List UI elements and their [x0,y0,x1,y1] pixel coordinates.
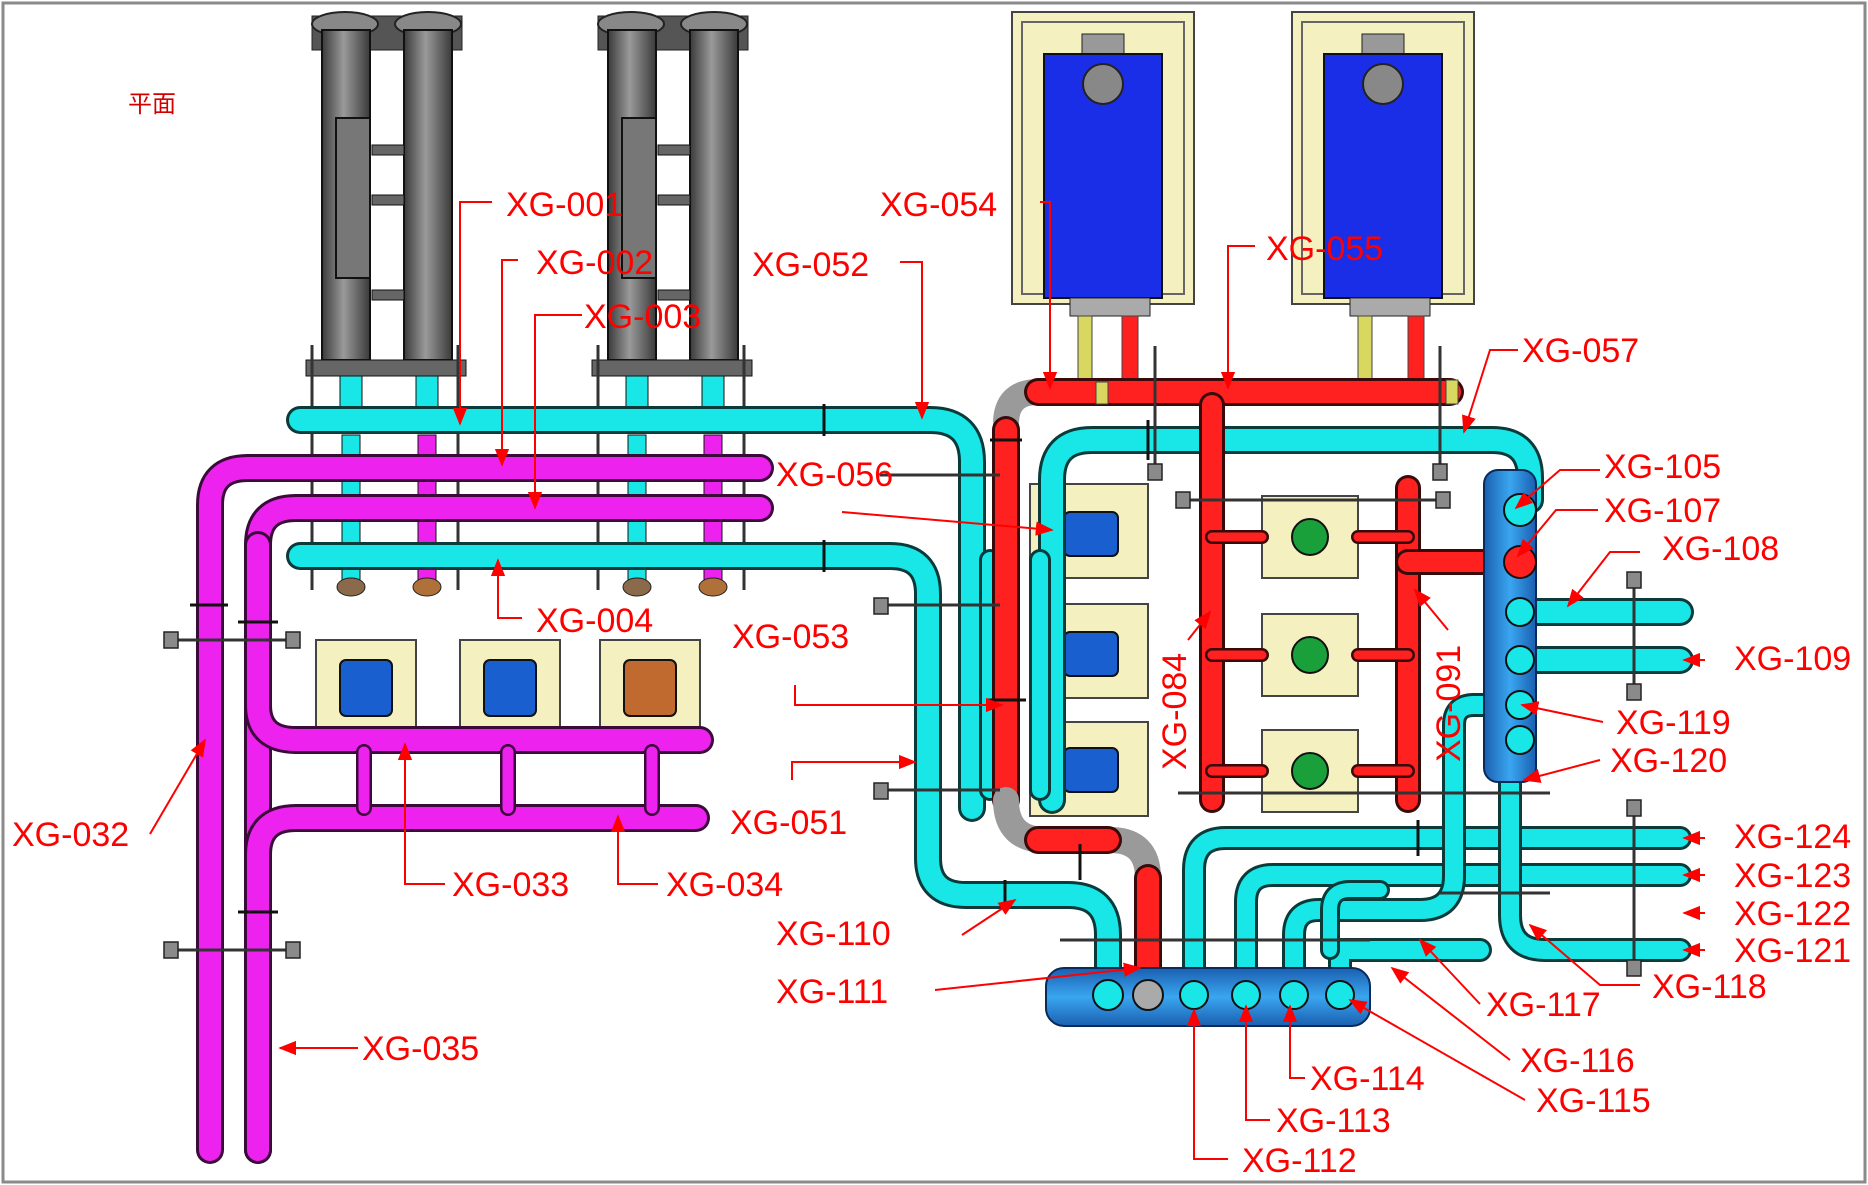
tag-xg-056: XG-056 [776,456,893,494]
tag-xg-051: XG-051 [730,804,847,842]
tag-xg-122: XG-122 [1734,895,1851,933]
tag-xg-084: XG-084 [1156,653,1194,770]
tag-xg-054: XG-054 [880,186,997,224]
tag-xg-109: XG-109 [1734,640,1851,678]
tag-xg-003: XG-003 [584,298,701,336]
tag-xg-091: XG-091 [1430,645,1468,762]
pump-1[interactable] [315,639,417,733]
return-header[interactable] [1045,967,1371,1027]
pump-8[interactable] [1261,613,1359,697]
tag-xg-001: XG-001 [506,186,623,224]
leader-lines [149,201,1705,1160]
pump-7[interactable] [1261,495,1359,579]
tag-xg-032: XG-032 [12,816,129,854]
tag-xg-055: XG-055 [1266,230,1383,268]
pipe-supports [873,346,1642,977]
pump-3[interactable] [599,639,701,733]
cooling-pumps [315,639,701,733]
tag-xg-115: XG-115 [1536,1082,1651,1120]
pump-2[interactable] [459,639,561,733]
tag-xg-118: XG-118 [1652,968,1767,1006]
tag-xg-119: XG-119 [1616,704,1731,742]
tag-xg-117: XG-117 [1486,986,1601,1024]
tag-xg-004: XG-004 [536,602,653,640]
tag-xg-112: XG-112 [1242,1142,1357,1180]
tag-xg-111: XG-111 [776,973,888,1011]
hot-water-pumps [1261,495,1359,813]
tag-xg-120: XG-120 [1610,742,1727,780]
tag-xg-124: XG-124 [1734,818,1851,856]
boiler-connections [1077,315,1425,383]
tag-xg-113: XG-113 [1276,1102,1391,1140]
tag-xg-035: XG-035 [362,1030,479,1068]
tag-xg-034: XG-034 [666,866,783,904]
tag-xg-057: XG-057 [1522,332,1639,370]
tag-xg-114: XG-114 [1310,1060,1425,1098]
cooling-water-piping [163,454,774,1164]
tag-xg-053: XG-053 [732,618,849,656]
tag-xg-033: XG-033 [452,866,569,904]
boiler-unit-1[interactable] [1011,11,1195,317]
chiller-unit-2[interactable] [591,11,753,590]
tag-xg-110: XG-110 [776,915,891,953]
chilled-water-piping [286,404,1694,1007]
pump-9[interactable] [1261,729,1359,813]
boiler-unit-2[interactable] [1291,11,1475,317]
chiller-unit-1[interactable] [305,11,467,590]
tag-xg-052: XG-052 [752,246,869,284]
tag-xg-105: XG-105 [1604,448,1721,486]
supply-header[interactable] [1483,469,1537,783]
tag-xg-123: XG-123 [1734,857,1851,895]
tag-xg-121: XG-121 [1734,932,1851,970]
tag-xg-116: XG-116 [1520,1042,1635,1080]
tag-xg-108: XG-108 [1662,530,1779,568]
tag-xg-107: XG-107 [1604,492,1721,530]
pipe-tag-labels: XG-001 XG-002 XG-003 XG-004 XG-032 XG-03… [12,186,1851,1180]
tag-xg-002: XG-002 [536,244,653,282]
view-title: 平面 [128,90,176,118]
